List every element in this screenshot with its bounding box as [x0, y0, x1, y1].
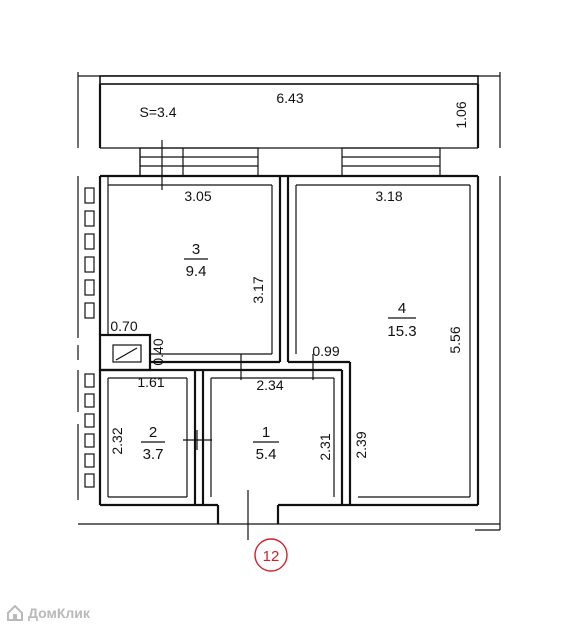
room-1-label: 1 5.4 — [253, 424, 279, 463]
room-3-number: 3 — [192, 241, 200, 258]
room-2-area: 3.7 — [143, 446, 164, 463]
balcony-depth-label: 1.06 — [453, 101, 469, 128]
hall-height-label: 2.31 — [317, 433, 333, 460]
room-4-area: 15.3 — [387, 323, 416, 340]
balcony-width-label: 6.43 — [276, 90, 303, 106]
room4-lower-height-label: 2.39 — [353, 431, 369, 458]
room-2-label: 2 3.7 — [141, 424, 165, 463]
entrance-door — [161, 140, 280, 540]
watermark-text: ДомКлик — [28, 605, 90, 621]
room-4-number: 4 — [398, 300, 406, 317]
hall-width-label: 2.34 — [256, 377, 283, 393]
balcony-door-room3 — [139, 147, 259, 177]
house-icon — [7, 604, 23, 621]
room-1-number: 1 — [262, 424, 270, 441]
room-4-label: 4 15.3 — [387, 300, 416, 340]
room3-width-label: 3.05 — [184, 188, 211, 204]
room-3-area: 9.4 — [186, 263, 207, 280]
axis-marker-label: 12 — [263, 548, 280, 565]
axis-marker: 12 — [254, 538, 288, 572]
bath-height-label: 2.32 — [109, 427, 125, 454]
room4-height-label: 5.56 — [447, 326, 463, 353]
room-2-number: 2 — [149, 424, 157, 441]
balcony-area-label: S=3.4 — [140, 104, 177, 120]
hall-offset-label: 0.99 — [312, 343, 339, 359]
room4-width-label: 3.18 — [375, 188, 402, 204]
door-marks — [183, 354, 314, 450]
room-1-area: 5.4 — [256, 446, 277, 463]
exterior-walls — [77, 174, 501, 531]
watermark: ДомКлик — [6, 604, 90, 622]
room3-height-label: 3.17 — [250, 276, 266, 303]
niche-depth-label: 0.40 — [150, 338, 166, 365]
wall-blocks-bathroom — [84, 373, 95, 488]
balcony — [77, 72, 501, 149]
wall-blocks-room3 — [84, 187, 95, 319]
niche-width-label: 0.70 — [110, 318, 137, 334]
balcony-window-room4 — [341, 147, 441, 177]
ventilation-shaft — [98, 333, 152, 372]
bath-width-label: 1.61 — [137, 374, 164, 390]
room-3-label: 3 9.4 — [184, 241, 208, 280]
